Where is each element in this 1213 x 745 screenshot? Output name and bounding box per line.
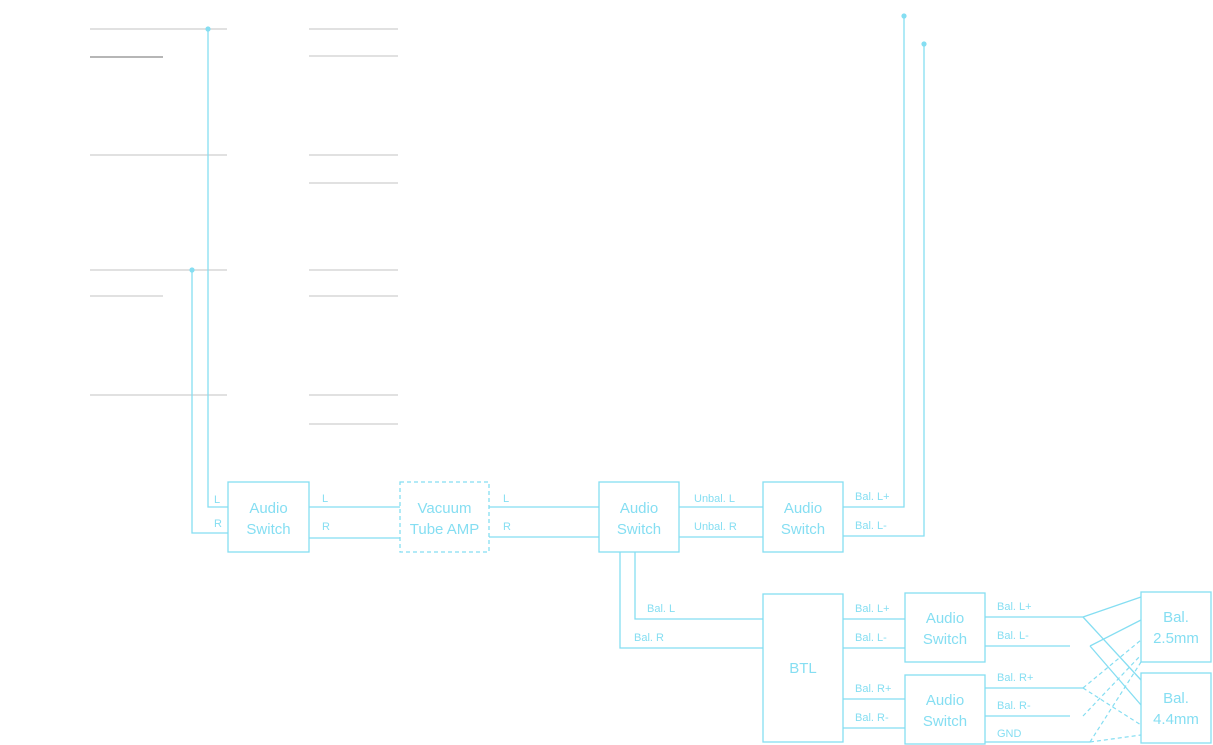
signal-in-r: R — [214, 518, 222, 530]
switch4-label-line1: Audio — [926, 610, 964, 627]
signal-out-rp: Bal. R+ — [997, 672, 1033, 684]
audio-switch-2 — [598, 481, 680, 553]
audio-switch-3 — [762, 481, 844, 553]
btl-block — [762, 593, 844, 743]
bal-4-4mm-jack — [1140, 672, 1212, 744]
switch2-label-line1: Audio — [620, 500, 658, 517]
jack44-label-line2: 4.4mm — [1153, 711, 1199, 728]
switch4-label-line2: Switch — [923, 631, 967, 648]
switch2-label-line2: Switch — [617, 521, 661, 538]
guide-lines — [90, 28, 398, 425]
btl-label: BTL — [789, 660, 817, 677]
amp-label-line2: Tube AMP — [410, 521, 479, 538]
signal-wires — [191, 16, 1142, 743]
signal-btl-lm: Bal. L- — [855, 632, 887, 644]
signal-out-rm: Bal. R- — [997, 700, 1031, 712]
switch3-label-line1: Audio — [784, 500, 822, 517]
switch1-label-line1: Audio — [249, 500, 287, 517]
signal-btl-rm: Bal. R- — [855, 712, 889, 724]
switch5-label-line1: Audio — [926, 692, 964, 709]
signal-amp-in-l: L — [322, 493, 328, 505]
switch1-label-line2: Switch — [246, 521, 290, 538]
signal-out-lp: Bal. L+ — [997, 601, 1032, 613]
jack25-label-line1: Bal. — [1163, 609, 1189, 626]
audio-switch-5 — [904, 674, 986, 745]
jack44-label-line1: Bal. — [1163, 690, 1189, 707]
switch5-label-line2: Switch — [923, 713, 967, 730]
signal-bal-l: Bal. L — [647, 603, 675, 615]
signal-bal-lm-top: Bal. L- — [855, 520, 887, 532]
signal-bal-r: Bal. R — [634, 632, 664, 644]
bal-2-5mm-jack — [1140, 591, 1212, 663]
amp-label-line1: Vacuum — [418, 500, 472, 517]
signal-bal-lp-top: Bal. L+ — [855, 491, 890, 503]
signal-gnd: GND — [997, 728, 1022, 740]
jack25-label-line2: 2.5mm — [1153, 630, 1199, 647]
signal-out-lm: Bal. L- — [997, 630, 1029, 642]
signal-in-l: L — [214, 494, 220, 506]
signal-btl-lp: Bal. L+ — [855, 603, 890, 615]
vacuum-tube-amp — [399, 481, 490, 553]
signal-amp-in-r: R — [322, 521, 330, 533]
signal-amp-out-r: R — [503, 521, 511, 533]
signal-btl-rp: Bal. R+ — [855, 683, 891, 695]
audio-switch-4 — [904, 592, 986, 663]
signal-unbal-l: Unbal. L — [694, 493, 735, 505]
switch3-label-line2: Switch — [781, 521, 825, 538]
signal-unbal-r: Unbal. R — [694, 521, 737, 533]
audio-switch-1 — [227, 481, 310, 553]
junction-dots — [189, 13, 927, 273]
signal-amp-out-l: L — [503, 493, 509, 505]
